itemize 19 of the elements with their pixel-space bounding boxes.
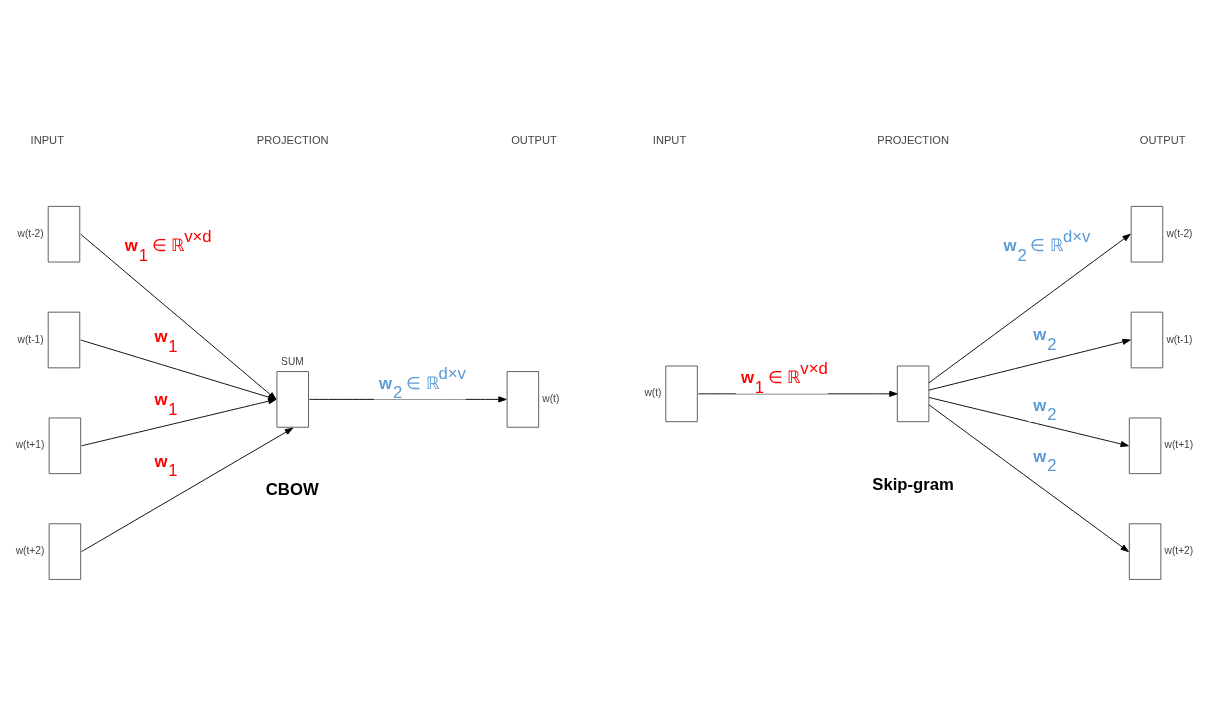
- node-label: w(t-2): [17, 227, 44, 239]
- label: PROJECTION: [877, 133, 949, 146]
- node-label: w(t): [542, 392, 560, 404]
- label: OUTPUT: [1139, 133, 1186, 146]
- node-label: w(t-1): [1166, 333, 1193, 345]
- label: OUTPUT: [511, 133, 557, 146]
- node-label: w(t-1): [17, 333, 44, 345]
- label: Skip-gram: [872, 474, 954, 494]
- label: INPUT: [652, 133, 687, 146]
- node-label: w(t+1): [15, 438, 45, 450]
- node-label: w(t+1): [1164, 438, 1194, 450]
- node-label: SUM: [281, 355, 304, 367]
- label: CBOW: [265, 479, 319, 499]
- node-label: w(t+2): [1164, 544, 1194, 556]
- node-label: w(t+2): [15, 544, 45, 556]
- node-label: w(t): [644, 386, 662, 398]
- label: PROJECTION: [256, 133, 329, 146]
- label: INPUT: [30, 133, 64, 146]
- node-label: w(t-2): [1166, 227, 1193, 239]
